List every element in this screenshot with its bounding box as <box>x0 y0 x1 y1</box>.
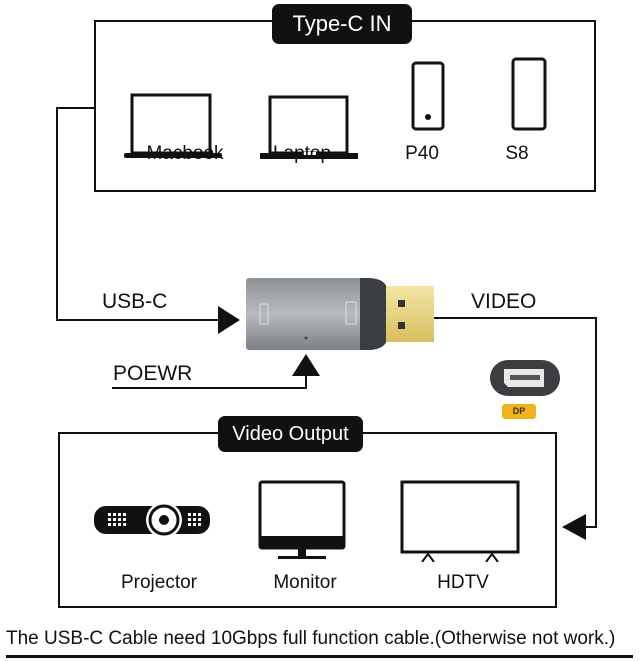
device-label-macbook: Macbook <box>146 143 224 164</box>
device-label-laptop: Laptop <box>272 143 332 164</box>
power-arrow <box>292 354 320 376</box>
macbook-icon <box>124 93 222 158</box>
input-box-title: Type-C IN <box>272 4 412 44</box>
power-label: POEWR <box>113 362 193 385</box>
usb-c-arrow <box>218 306 240 334</box>
device-label-projector: Projector <box>120 572 198 593</box>
dp-badge: DP <box>502 404 536 419</box>
device-label-p40: P40 <box>405 143 439 164</box>
power-wire <box>112 372 307 389</box>
phone-icon <box>411 61 445 131</box>
displayport-icon <box>490 360 560 396</box>
video-wire <box>433 317 597 528</box>
monitor-icon <box>258 480 346 559</box>
output-box-title: Video Output <box>218 416 363 452</box>
device-label-monitor: Monitor <box>273 572 337 593</box>
cable-requirement-note: The USB-C Cable need 10Gbps full functio… <box>6 628 616 649</box>
video-label: VIDEO <box>471 290 537 313</box>
adapter-image <box>246 278 434 350</box>
laptop-icon <box>260 95 358 159</box>
phone-icon <box>511 57 547 131</box>
projector-icon <box>94 502 210 538</box>
video-arrow <box>562 514 586 540</box>
device-label-hdtv: HDTV <box>437 572 489 593</box>
usb-c-wire <box>56 107 222 321</box>
tv-icon <box>400 480 520 562</box>
usb-c-label: USB-C <box>102 290 168 313</box>
footer-underline <box>6 655 633 658</box>
device-label-s8: S8 <box>505 143 529 164</box>
